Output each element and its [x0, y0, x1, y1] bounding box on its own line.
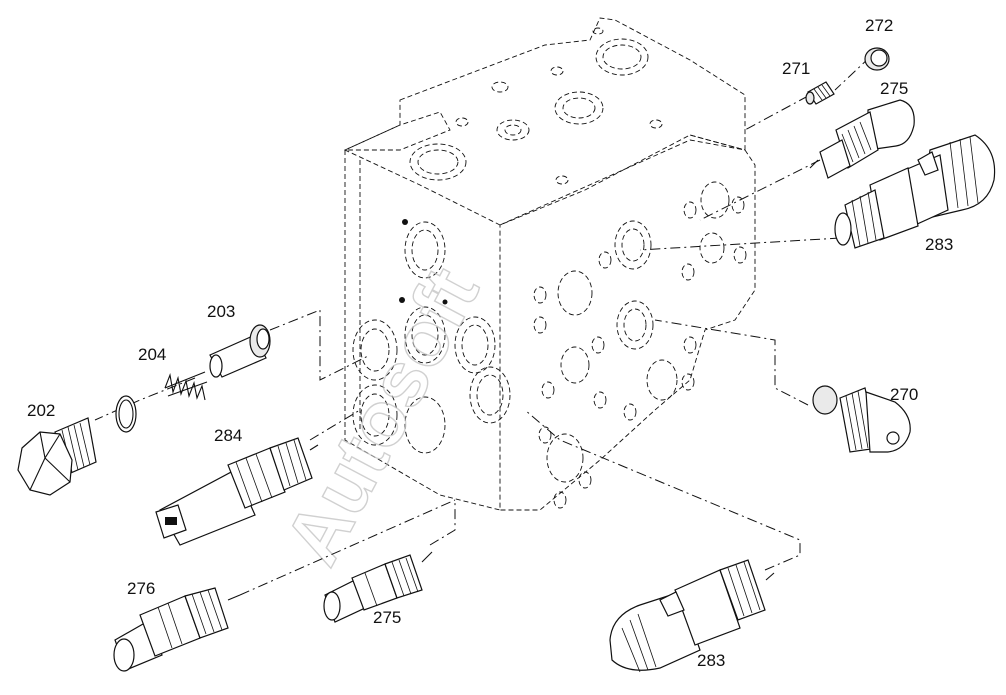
svg-text:Autosoft: Autosoft — [267, 254, 495, 578]
part-271-plug — [805, 81, 835, 105]
part-o-ring — [115, 395, 137, 433]
label-275-upper: 275 — [880, 79, 908, 98]
part-283-upper-solenoid — [834, 134, 996, 249]
part-203-sleeve — [209, 324, 271, 378]
part-283-lower-solenoid — [609, 559, 775, 673]
label-272: 272 — [865, 16, 893, 35]
part-272-cap — [864, 47, 890, 71]
part-202-plug — [17, 417, 97, 496]
leader-lines — [94, 56, 871, 596]
label-283-upper: 283 — [925, 235, 953, 254]
valve-block — [343, 17, 756, 511]
watermark: Autosoft — [267, 253, 497, 579]
part-275-upper-cartridge — [809, 99, 915, 179]
label-202: 202 — [27, 401, 55, 420]
label-203: 203 — [207, 302, 235, 321]
part-270-plug — [812, 385, 911, 453]
part-labels: 272 271 275 283 270 203 204 202 284 276 … — [27, 16, 953, 670]
label-284: 284 — [214, 426, 242, 445]
label-276: 276 — [127, 579, 155, 598]
label-283-lower: 283 — [697, 651, 725, 670]
label-275-lower: 275 — [373, 608, 401, 627]
label-270: 270 — [890, 385, 918, 404]
label-204: 204 — [138, 345, 166, 364]
part-275-lower-cartridge — [323, 551, 433, 623]
part-276-cartridge — [113, 587, 241, 672]
part-284-solenoid — [155, 437, 319, 546]
label-271: 271 — [782, 59, 810, 78]
part-204-spring — [164, 371, 208, 401]
